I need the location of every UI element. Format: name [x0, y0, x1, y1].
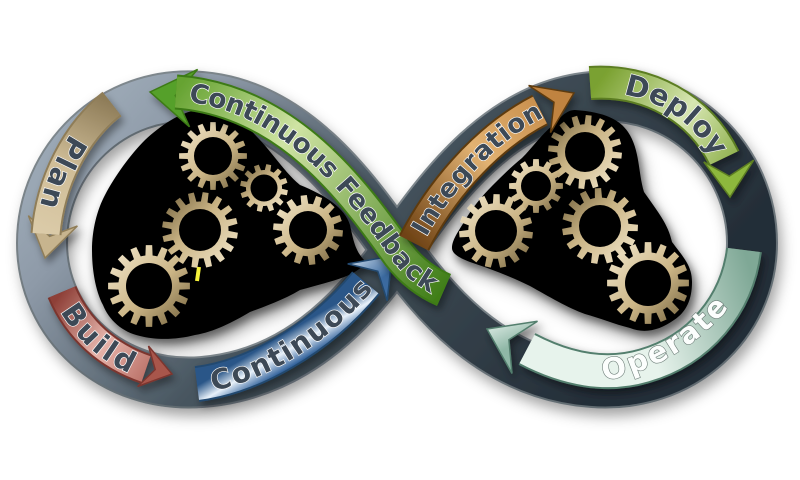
infinity-figure: Plan Build Continuous — [15, 65, 779, 409]
gear-hole — [179, 209, 221, 251]
spark-mark — [195, 266, 201, 282]
gear-hole — [194, 137, 232, 175]
gear-hole — [289, 211, 327, 249]
gear-hole — [521, 171, 551, 201]
arrowhead-icon — [528, 84, 576, 133]
right-gear-cluster — [452, 110, 692, 331]
gear-hole — [625, 260, 671, 306]
arrowhead-icon — [347, 255, 393, 301]
gear-hole — [126, 263, 172, 309]
arrowhead-icon — [485, 320, 538, 374]
gear-hole — [579, 205, 621, 247]
arrowhead-icon — [703, 159, 755, 199]
gear-hole — [565, 132, 605, 172]
arrowhead-icon — [137, 345, 174, 388]
left-gear-cluster — [92, 110, 366, 339]
gear-hole — [475, 210, 517, 252]
gear-hole — [250, 174, 278, 202]
